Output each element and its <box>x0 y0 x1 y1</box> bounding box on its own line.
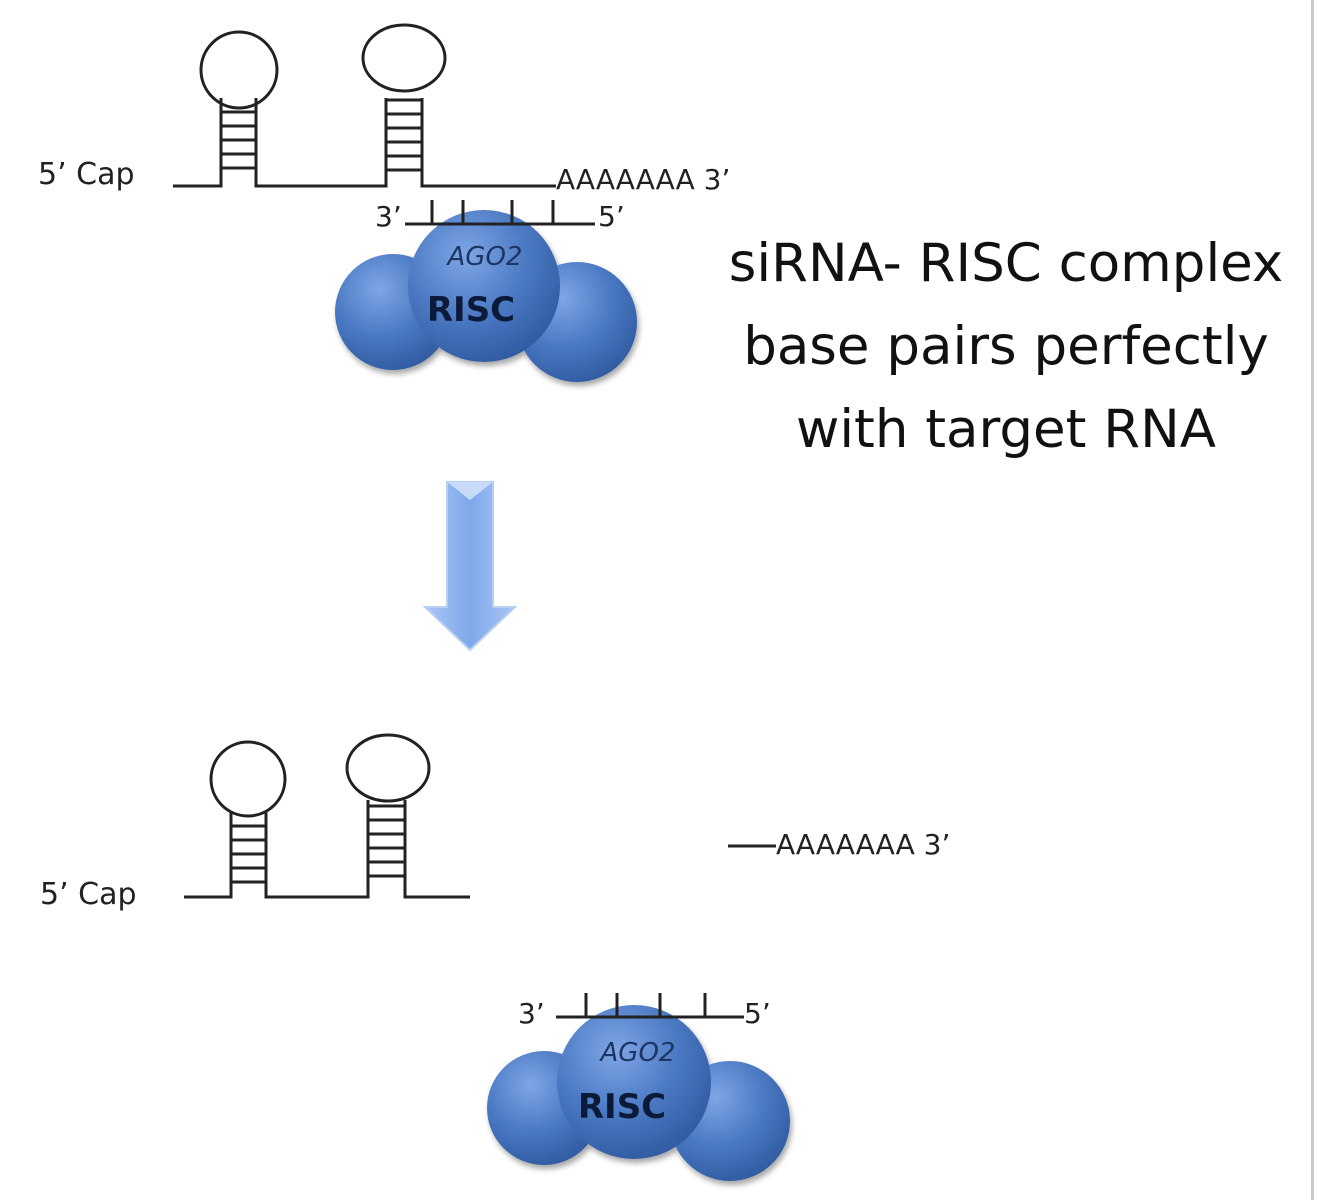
bottom-mrna-left-fragment <box>184 733 470 899</box>
bottom-risc-sphere-center <box>557 1005 711 1159</box>
hairpin-loop-1 <box>199 30 279 110</box>
top-risc-complex <box>335 210 637 382</box>
bottom-polya-label: AAAAAAA 3’ <box>776 828 950 861</box>
caption-line-1: siRNA- RISC complex <box>728 233 1284 294</box>
top-5cap-label: 5’ Cap <box>38 157 135 192</box>
caption-line-3: with target RNA <box>795 399 1216 460</box>
hairpin-stem-2 <box>386 98 422 172</box>
top-sirna-3prime-label: 3’ <box>375 200 402 233</box>
top-ago2-label: AGO2 <box>446 242 523 272</box>
top-sirna-5prime-label: 5’ <box>598 200 625 233</box>
bottom-sirna-5prime-label: 5’ <box>744 997 771 1030</box>
bottom-sirna-strand <box>556 993 744 1019</box>
bottom-risc-label: RISC <box>578 1087 666 1127</box>
down-arrow <box>422 481 518 652</box>
bottom-sirna-3prime-label: 3’ <box>518 997 545 1030</box>
top-polya-label: AAAAAAA 3’ <box>556 163 730 196</box>
bottom-hairpin-loop-1 <box>209 740 287 818</box>
bottom-5cap-label: 5’ Cap <box>40 877 137 912</box>
top-risc-label: RISC <box>427 290 515 330</box>
hairpin-loop-2 <box>361 23 447 93</box>
bottom-hairpin-loop-2 <box>345 733 431 803</box>
caption-text: siRNA- RISC complex base pairs perfectly… <box>700 222 1312 471</box>
bottom-ago2-label: AGO2 <box>599 1038 676 1068</box>
bottom-hairpin-stem-2 <box>368 804 405 878</box>
top-sirna-strand <box>405 200 595 226</box>
bottom-risc-complex <box>487 1005 790 1181</box>
page-border <box>1311 0 1314 1200</box>
hairpin-stem-1 <box>221 110 256 170</box>
bottom-hairpin-stem-1 <box>231 824 266 884</box>
risc-sphere-center <box>408 210 560 362</box>
caption-line-2: base pairs perfectly <box>743 316 1269 377</box>
top-mrna <box>173 23 556 188</box>
